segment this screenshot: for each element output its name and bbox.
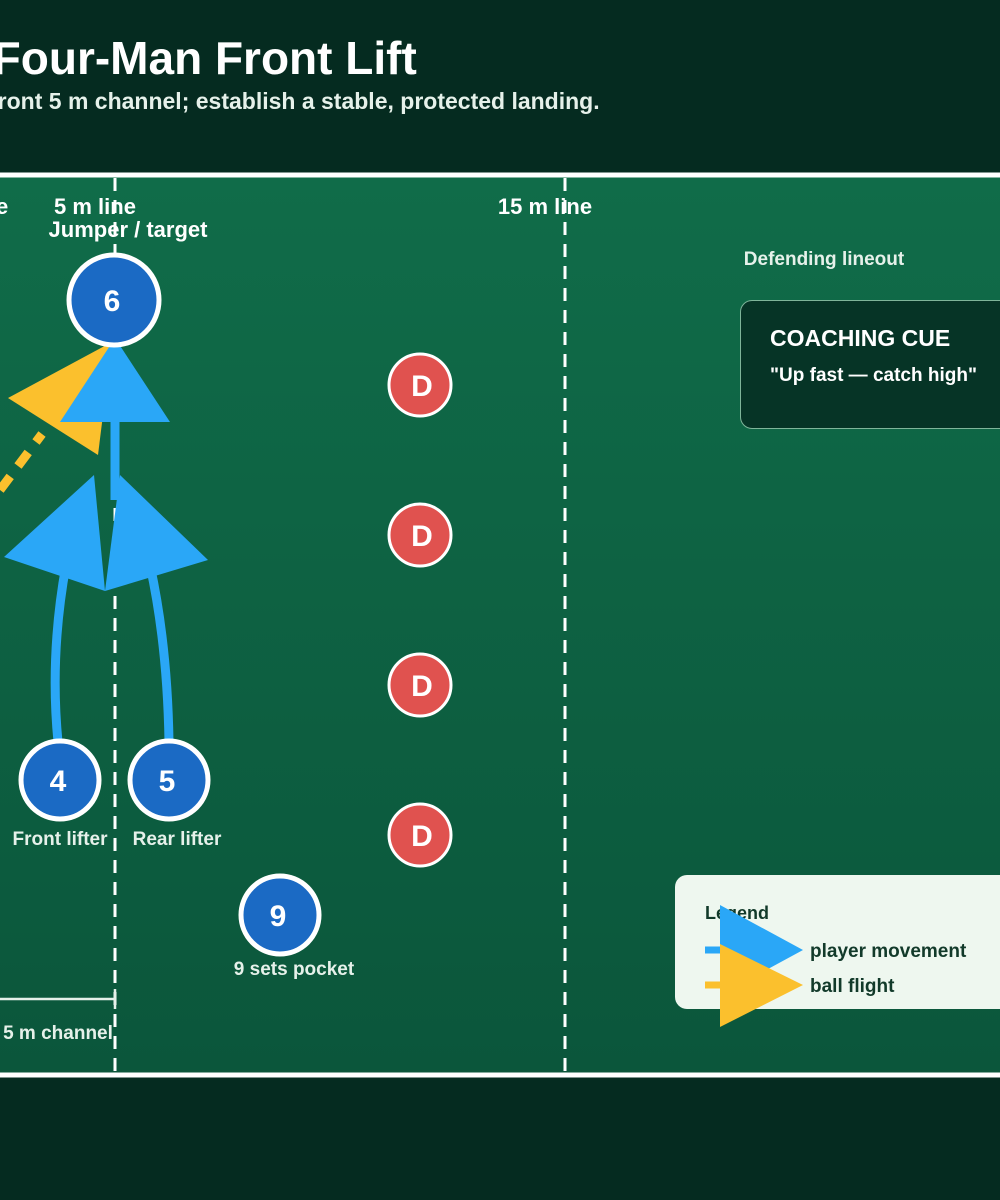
header-bar: | Four-Man Front Lift front 5 m channel;… bbox=[0, 0, 1000, 172]
player-9-number: 9 bbox=[270, 900, 287, 933]
player-6-role: Jumper / target bbox=[49, 217, 209, 242]
defender-4-label: D bbox=[411, 820, 433, 853]
legend-label-ball-flight: ball flight bbox=[810, 976, 895, 997]
legend-item-ball-flight: ball flight bbox=[705, 944, 1000, 1027]
player-4-role: Front lifter bbox=[13, 829, 109, 850]
player-9: 9 9 sets pocket bbox=[234, 873, 355, 980]
player-6-number: 6 bbox=[104, 285, 121, 318]
player-9-role: 9 sets pocket bbox=[234, 959, 355, 980]
channel-label: 5 m channel bbox=[3, 1023, 113, 1044]
coaching-cue-title: COACHING CUE bbox=[770, 325, 951, 351]
player-5: 5 Rear lifter bbox=[127, 738, 222, 850]
page-subtitle: front 5 m channel; establish a stable, p… bbox=[0, 88, 600, 114]
rear-lifter-path bbox=[145, 564, 174, 743]
ball-flight-path bbox=[0, 342, 112, 493]
defending-lineout-label: Defending lineout bbox=[744, 249, 905, 270]
player-4-number: 4 bbox=[50, 765, 67, 798]
defender-2: D bbox=[387, 502, 453, 568]
legend-label-player-movement: player movement bbox=[810, 941, 967, 962]
fifteen-metre-line-label: 15 m line bbox=[498, 194, 592, 219]
player-4-token bbox=[18, 738, 102, 822]
player-6: 6 Jumper / target bbox=[49, 217, 209, 348]
defender-4: D bbox=[387, 802, 453, 868]
defender-4-token bbox=[387, 802, 453, 868]
jumper-lift-arrowhead bbox=[60, 338, 170, 422]
five-metre-line-label: 5 m line bbox=[54, 194, 136, 219]
defender-3: D bbox=[387, 652, 453, 718]
player-5-role: Rear lifter bbox=[133, 829, 222, 850]
front-lifter-arrowhead bbox=[4, 475, 105, 591]
defender-1: D bbox=[387, 352, 453, 418]
ball-flight-arrow-icon bbox=[705, 944, 803, 1027]
rear-lifter-movement bbox=[105, 475, 208, 743]
defender-3-label: D bbox=[411, 670, 433, 703]
coaching-cue-text: "Up fast — catch high" bbox=[770, 365, 977, 386]
page-title: | Four-Man Front Lift bbox=[0, 32, 417, 84]
channel-marker bbox=[0, 989, 117, 1009]
player-6-token bbox=[66, 252, 162, 348]
rear-lifter-arrowhead bbox=[105, 475, 208, 591]
touch-line-label: e bbox=[0, 194, 8, 219]
defender-2-label: D bbox=[411, 520, 433, 553]
player-4: 4 Front lifter bbox=[13, 738, 109, 850]
player-5-token bbox=[127, 738, 211, 822]
player-9-token bbox=[238, 873, 322, 957]
legend: Legend player movement ball flight bbox=[675, 875, 1000, 1027]
player-5-number: 5 bbox=[159, 765, 176, 798]
coaching-cue-box: COACHING CUE "Up fast — catch high" bbox=[740, 300, 1000, 429]
ball-flight-arrowhead bbox=[8, 342, 112, 455]
defender-3-token bbox=[387, 652, 453, 718]
front-lifter-movement bbox=[4, 475, 105, 743]
defender-1-token bbox=[387, 352, 453, 418]
ball-flight-line bbox=[0, 431, 46, 493]
jumper-movement bbox=[60, 338, 170, 500]
front-lifter-path bbox=[50, 564, 71, 743]
defender-1-label: D bbox=[411, 370, 433, 403]
defender-2-token bbox=[387, 502, 453, 568]
